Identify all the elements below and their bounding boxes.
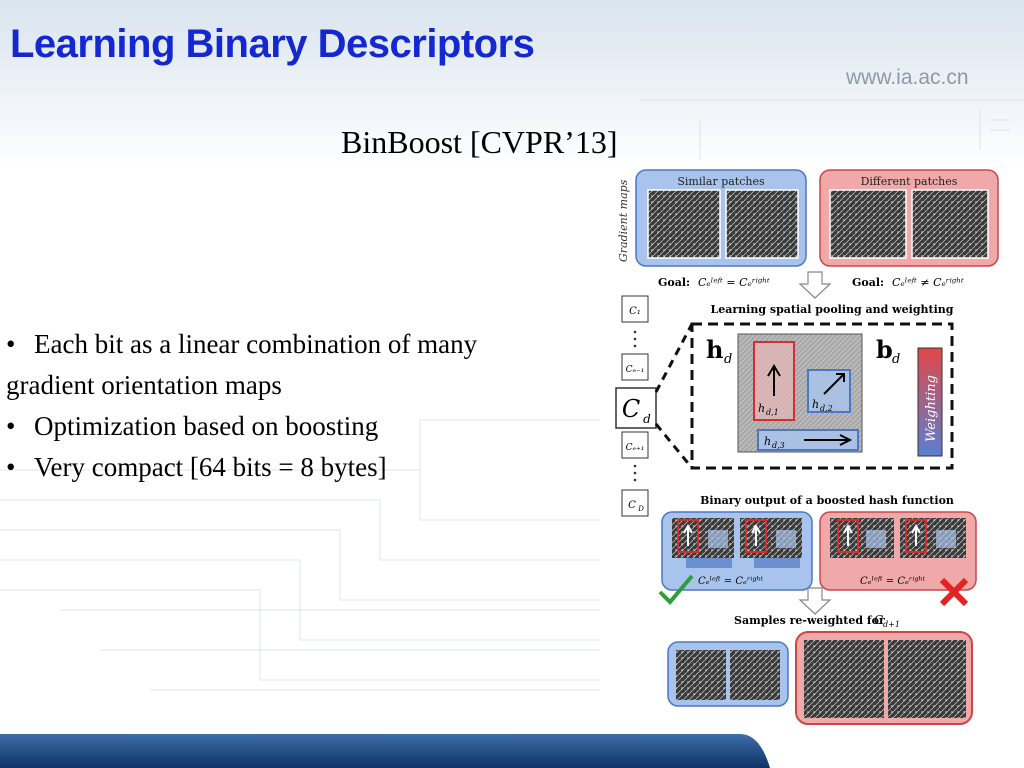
check-icon (658, 574, 694, 605)
h-label: h (706, 335, 723, 364)
down-arrow-icon (798, 271, 832, 299)
cd-sub-label: d (643, 412, 651, 426)
different-patches-label: Different patches (861, 175, 958, 188)
slide-subtitle: BinBoost [CVPR’13] (341, 124, 618, 160)
bullet-marker: • (6, 452, 16, 482)
result-equal-right: Cₑˡᵉᶠᵗ = Cₑʳⁱᵍʰᵗ (860, 576, 926, 587)
hd3-sub: d,3 (772, 441, 785, 450)
goal-label-left: Goal: (658, 276, 690, 289)
bullet-text: Very compact [64 bits = 8 bytes] (34, 452, 387, 482)
samples-target: C (874, 613, 883, 627)
hd2-sub: d,2 (820, 404, 833, 413)
classifier-column: C₁ Cₑ₋₁ C d Cₑ₊₁ C D (615, 295, 657, 517)
learning-label: Learning spatial pooling and weighting (711, 303, 954, 316)
b-label: b (876, 335, 893, 364)
goal-notequal: Cₑˡᵉᶠᵗ ≠ Cₑʳⁱᵍʰᵗ (892, 276, 964, 289)
bullet-marker: • (6, 411, 16, 441)
circuit-lines (0, 99, 1024, 691)
goal-label-right: Goal: (852, 276, 884, 289)
binary-output-label: Binary output of a boosted hash function (700, 494, 954, 507)
c1-label: C₁ (629, 306, 641, 317)
hd1-label: h (758, 402, 765, 415)
hd1-sub: d,1 (766, 408, 779, 417)
down-arrow-icon (798, 587, 832, 615)
b-sub: d (892, 352, 900, 367)
bullet-text: Each bit as a linear combination of many (34, 329, 478, 359)
hd2-label: h (812, 398, 819, 411)
result-equal-left: Cₑˡᵉᶠᵗ = Cₑʳⁱᵍʰᵗ (698, 576, 764, 587)
cross-icon (939, 577, 969, 607)
watermark-text: CASIA (6, 152, 379, 286)
binary-different-panel: Cₑˡᵉᶠᵗ = Cₑʳⁱᵍʰᵗ (819, 511, 977, 591)
bullet-marker: • (6, 329, 16, 359)
bullet-item: • Very compact [64 bits = 8 bytes] (6, 447, 606, 488)
different-patches-panel: Different patches (819, 169, 999, 267)
similar-patches-panel: Similar patches (635, 169, 807, 267)
site-url: www.ia.ac.cn (846, 66, 969, 89)
gradient-maps-label: Gradient maps (617, 179, 630, 262)
reweighted-different-panel (795, 631, 973, 725)
weighting-label: Weighting (924, 375, 939, 442)
cD-label: C (628, 500, 636, 511)
bullet-text: gradient orientation maps (6, 370, 282, 400)
bullet-item-continuation: gradient orientation maps (6, 365, 606, 406)
reweighted-similar-panel (667, 641, 789, 707)
footer-bar (0, 734, 770, 768)
cD-sub-label: D (637, 505, 644, 513)
bullet-item: • Optimization based on boosting (6, 406, 606, 447)
bullet-text: Optimization based on boosting (34, 411, 379, 441)
learning-panel: h d b d h d,1 h d,2 h d,3 Weighting (690, 322, 954, 470)
binboost-figure: Gradient maps Similar patches Different … (612, 162, 1006, 728)
bullet-list: • Each bit as a linear combination of man… (6, 324, 606, 488)
cd-plus-label: Cₑ₊₁ (626, 443, 645, 453)
binary-similar-panel: Cₑˡᵉᶠᵗ = Cₑʳⁱᵍʰᵗ (661, 511, 813, 591)
similar-patches-label: Similar patches (677, 175, 765, 188)
samples-target-sub: d+1 (883, 620, 900, 629)
goal-equal: Cₑˡᵉᶠᵗ = Cₑʳⁱᵍʰᵗ (698, 276, 770, 289)
cd-minus-label: Cₑ₋₁ (626, 365, 645, 375)
hd3-label: h (764, 435, 771, 448)
h-sub: d (724, 352, 732, 367)
samples-label: Samples re-weighted for (734, 614, 885, 627)
slide-title: Learning Binary Descriptors (10, 22, 535, 66)
bullet-item: • Each bit as a linear combination of man… (6, 324, 606, 365)
cd-label: C (622, 395, 640, 423)
